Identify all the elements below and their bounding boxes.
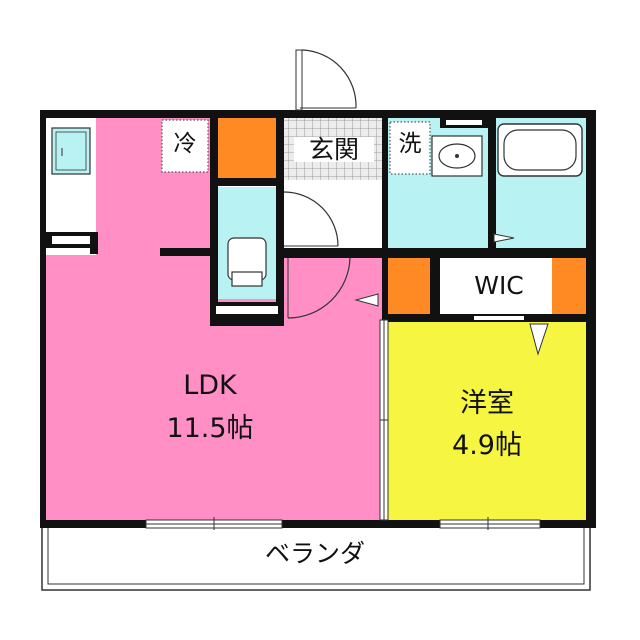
storage-wic-right [552, 258, 586, 314]
bedroom-area [388, 320, 586, 523]
ldk-size: 11.5帖 [166, 413, 254, 444]
entrance-label: 玄関 [294, 137, 374, 162]
ldk-name: LDK [183, 370, 237, 401]
kitchen-sink-icon [51, 127, 91, 175]
toilet-icon [227, 237, 267, 287]
walls [40, 110, 596, 528]
refrigerator-label: 冷 [173, 131, 197, 157]
bedroom-name: 洋室 [460, 388, 514, 419]
corridor-floor [284, 182, 382, 248]
washer-space [389, 121, 431, 175]
storage-upper [218, 118, 276, 178]
entrance-door [295, 49, 303, 111]
wic-label: WIC [474, 271, 524, 300]
bedroom-size: 4.9帖 [452, 430, 522, 461]
hall-area [284, 252, 382, 320]
storage-left [387, 258, 431, 314]
washer-label: 洗 [398, 131, 422, 157]
balcony-area [41, 525, 591, 591]
bathtub-icon [497, 123, 583, 177]
wic-area [440, 258, 552, 314]
refrigerator-space [161, 119, 209, 173]
balcony-label: ベランダ [264, 539, 365, 568]
